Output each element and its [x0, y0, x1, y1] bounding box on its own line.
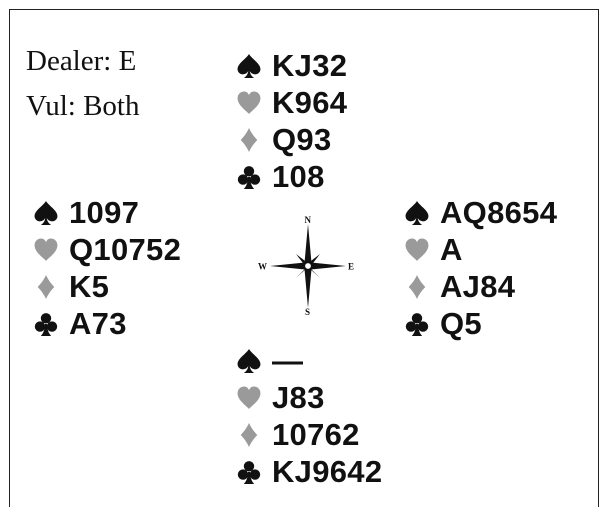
- east-hearts-row: A: [404, 231, 557, 268]
- south-clubs-row: KJ9642: [236, 453, 382, 490]
- heart-icon: [404, 235, 440, 265]
- east-clubs-row: Q5: [404, 305, 557, 342]
- club-icon: [33, 309, 69, 339]
- deal-diagram-frame: [9, 9, 599, 507]
- heart-icon: [236, 88, 272, 118]
- north-spades-row: KJ32: [236, 47, 347, 84]
- club-icon: [236, 457, 272, 487]
- vulnerability-label: Vul: Both: [26, 90, 140, 122]
- compass-south-label: S: [305, 307, 310, 317]
- diamond-icon: [33, 272, 69, 302]
- west-spades: 1097: [69, 195, 140, 230]
- east-spades-row: AQ8654: [404, 194, 557, 231]
- south-hand: — J83 10762 KJ9642: [236, 342, 382, 490]
- east-hearts: A: [440, 232, 463, 267]
- west-spades-row: 1097: [33, 194, 181, 231]
- dealer-label: Dealer: E: [26, 45, 137, 77]
- south-spades: —: [272, 343, 304, 378]
- spade-icon: [33, 198, 69, 228]
- club-icon: [404, 309, 440, 339]
- west-hearts: Q10752: [69, 232, 182, 267]
- heart-icon: [236, 383, 272, 413]
- west-clubs: A73: [69, 306, 127, 341]
- north-hearts-row: K964: [236, 84, 347, 121]
- south-clubs: KJ9642: [272, 454, 383, 489]
- compass-north-label: N: [305, 215, 312, 225]
- north-clubs-row: 108: [236, 158, 347, 195]
- south-spades-row: —: [236, 342, 382, 379]
- compass-rose-icon: N S E W: [250, 214, 370, 318]
- diamond-icon: [236, 420, 272, 450]
- east-hand: AQ8654 A AJ84 Q5: [404, 194, 557, 342]
- south-hearts: J83: [272, 380, 325, 415]
- north-diamonds-row: Q93: [236, 121, 347, 158]
- south-diamonds: 10762: [272, 417, 360, 452]
- north-diamonds: Q93: [272, 122, 332, 157]
- east-diamonds-row: AJ84: [404, 268, 557, 305]
- west-diamonds: K5: [69, 269, 110, 304]
- club-icon: [236, 162, 272, 192]
- east-diamonds: AJ84: [440, 269, 516, 304]
- west-hearts-row: Q10752: [33, 231, 181, 268]
- south-hearts-row: J83: [236, 379, 382, 416]
- west-clubs-row: A73: [33, 305, 181, 342]
- east-spades: AQ8654: [440, 195, 558, 230]
- compass-east-label: E: [348, 262, 354, 272]
- spade-icon: [404, 198, 440, 228]
- north-spades: KJ32: [272, 48, 348, 83]
- diamond-icon: [236, 125, 272, 155]
- south-diamonds-row: 10762: [236, 416, 382, 453]
- east-clubs: Q5: [440, 306, 482, 341]
- heart-icon: [33, 235, 69, 265]
- west-hand: 1097 Q10752 K5 A73: [33, 194, 181, 342]
- north-hearts: K964: [272, 85, 348, 120]
- diamond-icon: [404, 272, 440, 302]
- west-diamonds-row: K5: [33, 268, 181, 305]
- north-clubs: 108: [272, 159, 325, 194]
- north-hand: KJ32 K964 Q93 108: [236, 47, 347, 195]
- compass-west-label: W: [258, 262, 267, 272]
- spade-icon: [236, 51, 272, 81]
- spade-icon: [236, 346, 272, 376]
